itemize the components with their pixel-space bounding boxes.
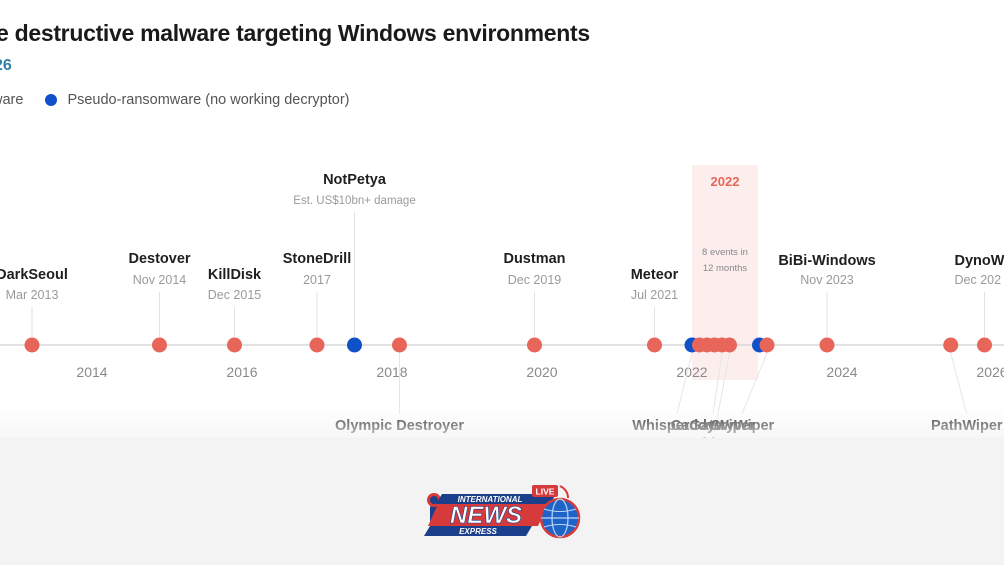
event-date-dustman: Dec 2019 <box>508 273 562 287</box>
axis-ticks: 2014 2016 2018 2020 2022 2024 2026 <box>76 364 1004 380</box>
connector-caddywiper <box>712 352 723 415</box>
brand-bottom-text: EXPRESS <box>459 527 497 536</box>
event-date-darkseoul: Mar 2013 <box>6 288 59 302</box>
axis-tick-2014: 2014 <box>76 364 107 380</box>
event-marker-dynowip-19 <box>977 337 992 353</box>
legend-item-pseudo-ransomware: Pseudo-ransomware (no working decryptor) <box>45 92 350 108</box>
event-marker-bibi-windows-17 <box>819 337 835 353</box>
chart-title: e destructive malware targeting Windows … <box>0 20 590 46</box>
event-date-dynowip: Dec 202 <box>955 273 1002 287</box>
event-marker-destover-2 <box>152 337 167 353</box>
event-name-stonedrill: StoneDrill <box>283 251 351 267</box>
axis-tick-2018: 2018 <box>376 364 407 380</box>
event-markers <box>24 337 992 353</box>
news-logo-graphic: INTERNATIONAL LIVE NEWS EXPRESS <box>424 485 581 539</box>
highlight-note-line1: 8 events in <box>702 247 748 258</box>
legend: ware Pseudo-ransomware (no working decry… <box>0 92 372 108</box>
event-marker-doublezero-14 <box>722 337 737 353</box>
event-marker-stonedrill-4 <box>309 337 325 353</box>
event-date-meteor: Jul 2021 <box>631 288 678 302</box>
event-date-stonedrill: 2017 <box>303 273 331 287</box>
event-marker-dustman-7 <box>527 337 542 353</box>
event-name-meteor: Meteor <box>631 267 679 283</box>
event-marker-meteor-8 <box>647 337 662 353</box>
connector-pathwiper <box>950 352 968 415</box>
event-date-bibi-windows: Nov 2023 <box>800 273 854 287</box>
axis-tick-2026: 2026 <box>976 364 1004 380</box>
signal-icon <box>559 485 569 499</box>
event-date-destover: Nov 2014 <box>133 273 187 287</box>
chart-subtitle: 26 <box>0 57 12 74</box>
connector-whispergate <box>676 352 693 415</box>
event-name-dustman: Dustman <box>503 251 565 267</box>
connector-crywiper <box>741 352 768 415</box>
legend-label-wiper: ware <box>0 92 24 108</box>
event-connectors <box>31 212 985 433</box>
brand-live-badge: LIVE <box>536 487 555 497</box>
event-date-killdisk: Dec 2015 <box>208 288 262 302</box>
brand-top-text: INTERNATIONAL <box>458 495 523 504</box>
globe-icon <box>539 497 581 539</box>
brand-main-text: NEWS <box>450 502 522 529</box>
event-name-darkseoul: DarkSeoul <box>0 267 68 283</box>
event-name-bibi-windows: BiBi-Windows <box>778 253 875 269</box>
legend-label-pseudo-ransomware: Pseudo-ransomware (no working decryptor) <box>67 92 350 108</box>
event-name-destover: Destover <box>128 251 190 267</box>
legend-item-wiper: ware <box>0 92 23 108</box>
event-marker-killdisk-3 <box>227 337 242 353</box>
axis-tick-2020: 2020 <box>526 364 557 380</box>
highlight-year-label: 2022 <box>711 174 740 189</box>
event-date-notpetya: Est. US$10bn+ damage <box>293 195 415 207</box>
brand-logo: INTERNATIONAL LIVE NEWS EXPRESS <box>420 482 590 548</box>
axis-tick-2022: 2022 <box>676 364 707 380</box>
axis-tick-2024: 2024 <box>826 364 857 380</box>
highlight-note-line2: 12 months <box>703 263 748 274</box>
event-marker-olympic-destroyer-6 <box>392 337 407 353</box>
event-name-notpetya: NotPetya <box>323 172 387 188</box>
event-name-dynowip: DynoWip <box>955 253 1004 269</box>
event-name-killdisk: KillDisk <box>208 267 262 283</box>
axis-tick-2016: 2016 <box>226 364 257 380</box>
event-marker-darkseoul-1 <box>24 337 40 353</box>
legend-swatch-blue <box>45 94 58 106</box>
event-marker-crywiper-16 <box>759 337 775 353</box>
event-marker-notpetya-5 <box>347 337 362 353</box>
event-marker-pathwiper-18 <box>943 337 959 353</box>
